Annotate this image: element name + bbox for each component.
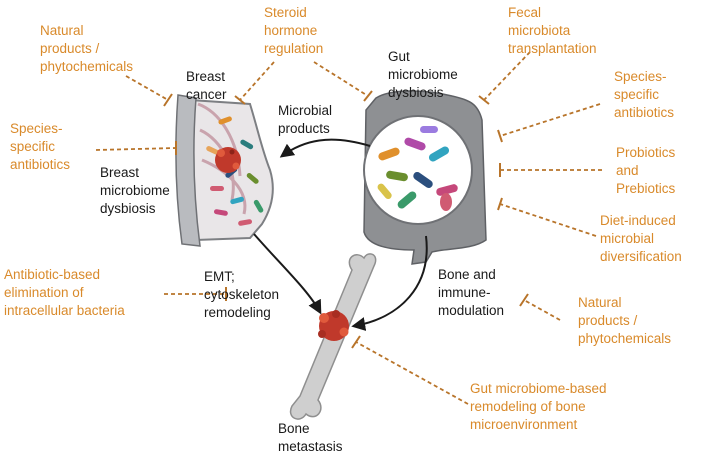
therapy-steroid-hormone: Steroid hormone regulation <box>264 5 324 56</box>
therapy-species-antibiotics-left: Species- specific antibiotics <box>10 121 71 172</box>
therapy-natural-products-bottom: Natural products / phytochemicals <box>578 295 672 346</box>
therapy-fecal-microbiota: Fecal microbiota transplantation <box>508 5 597 56</box>
label-bone-metastasis: Bone metastasis <box>278 421 343 454</box>
therapy-species-antibiotics-right: Species- specific antibiotics <box>614 69 675 120</box>
microbe-rods <box>206 116 264 226</box>
label-emt: EMT; cytoskeleton remodeling <box>204 269 280 320</box>
bone-tumor-icon <box>318 310 349 341</box>
inhibit-diet <box>499 203 597 237</box>
breast-cross-section-icon <box>175 94 274 247</box>
label-gut-dysbiosis: Gut microbiome dysbiosis <box>388 49 458 100</box>
microbiota-lens-icon <box>363 115 473 225</box>
inhibit-natural-bottom <box>523 299 561 321</box>
arrow-gut-to-breast <box>279 138 371 158</box>
inhibit-steroid-hormone <box>239 61 275 101</box>
inhibit-species-right <box>499 103 601 137</box>
inhibit-gut-bone <box>355 341 469 405</box>
therapy-gut-bone-remodeling: Gut microbiome-based remodeling of bone … <box>470 381 607 432</box>
label-microbial-products: Microbial products <box>278 103 333 136</box>
tumor-icon <box>215 147 241 173</box>
therapy-antibiotic-elimination: Antibiotic-based elimination of intracel… <box>4 267 125 318</box>
arrow-breast-to-bone <box>253 233 322 315</box>
inhibit-steroid-to-gut <box>313 61 369 97</box>
inhibition-lines <box>95 51 602 405</box>
inhibit-species-left <box>95 147 177 151</box>
therapy-diet-induced: Diet-induced microbial diversification <box>600 213 682 264</box>
label-breast-dysbiosis: Breast microbiome dysbiosis <box>100 165 170 216</box>
inhibit-natural-products-top <box>125 75 169 101</box>
therapy-natural-products-top: Natural products / phytochemicals <box>40 23 134 74</box>
label-breast-cancer: Breast cancer <box>186 69 227 102</box>
inhibit-fecal <box>483 51 531 101</box>
inhibition-bars <box>163 90 529 349</box>
therapy-probiotics: Probiotics and Prebiotics <box>616 145 676 196</box>
arrow-gut-to-bone <box>351 235 428 331</box>
label-bone-immune: Bone and immune- modulation <box>438 267 505 318</box>
